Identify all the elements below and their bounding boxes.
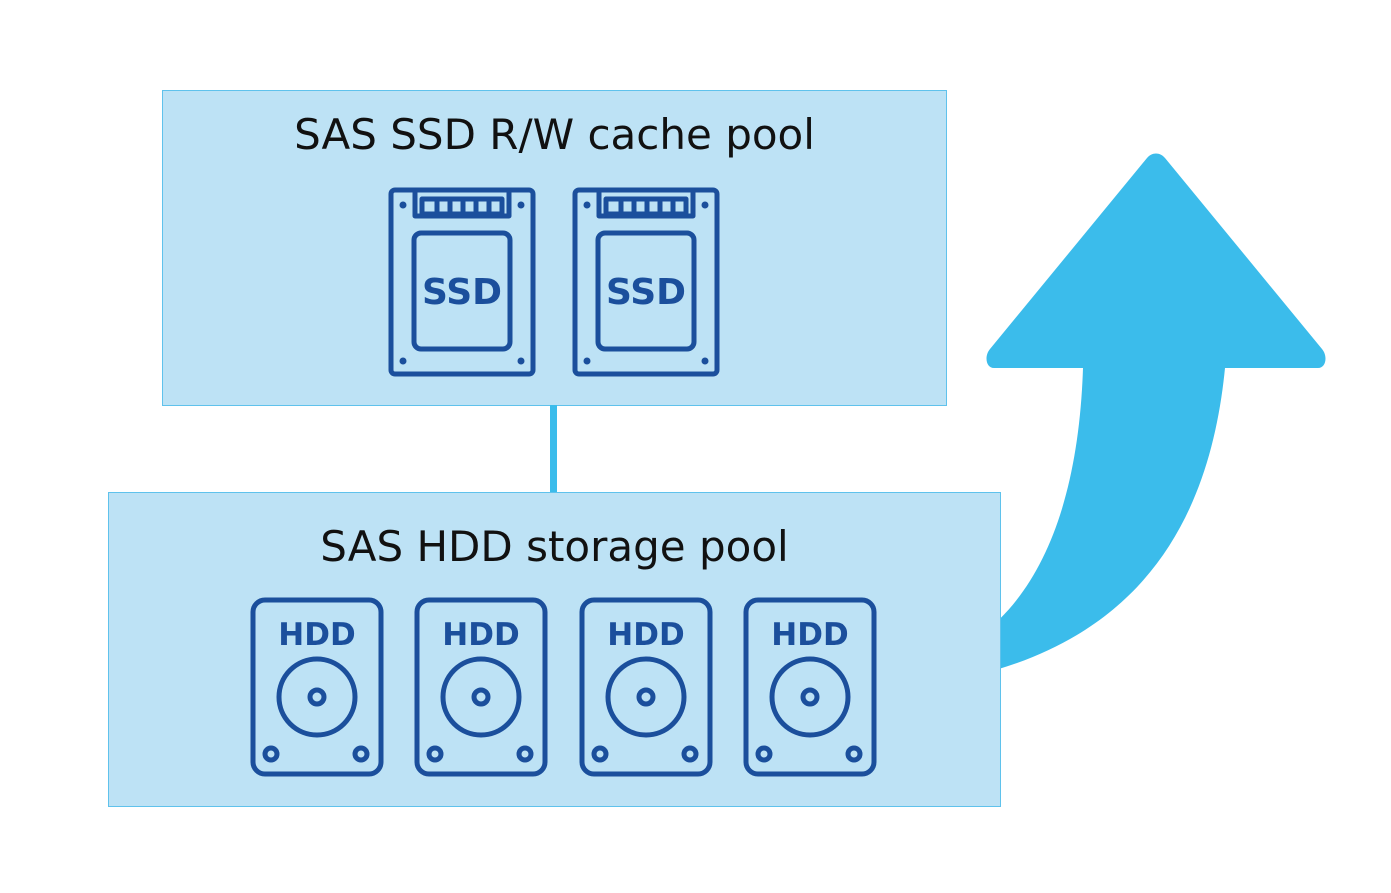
hdd-label: HDD xyxy=(278,617,355,653)
storage-pool-title: SAS HDD storage pool xyxy=(320,522,789,571)
hdd-label: HDD xyxy=(607,617,684,653)
hdd-icon: HDD xyxy=(579,597,713,777)
hdd-icon: HDD xyxy=(743,597,877,777)
ssd-icon: SSD xyxy=(572,187,720,377)
hdd-storage-pool: SAS HDD storage pool xyxy=(108,492,1001,807)
ssd-cache-pool: SAS SSD R/W cache pool xyxy=(162,90,947,406)
hdd-icon: HDD xyxy=(414,597,548,777)
ssd-icon: SSD xyxy=(388,187,536,377)
hdd-label: HDD xyxy=(771,617,848,653)
ssd-label: SSD xyxy=(422,272,502,313)
cache-pool-title: SAS SSD R/W cache pool xyxy=(294,110,815,159)
hdd-label: HDD xyxy=(442,617,519,653)
pool-connector xyxy=(550,405,557,493)
hdd-icon: HDD xyxy=(250,597,384,777)
ssd-label: SSD xyxy=(606,272,686,313)
